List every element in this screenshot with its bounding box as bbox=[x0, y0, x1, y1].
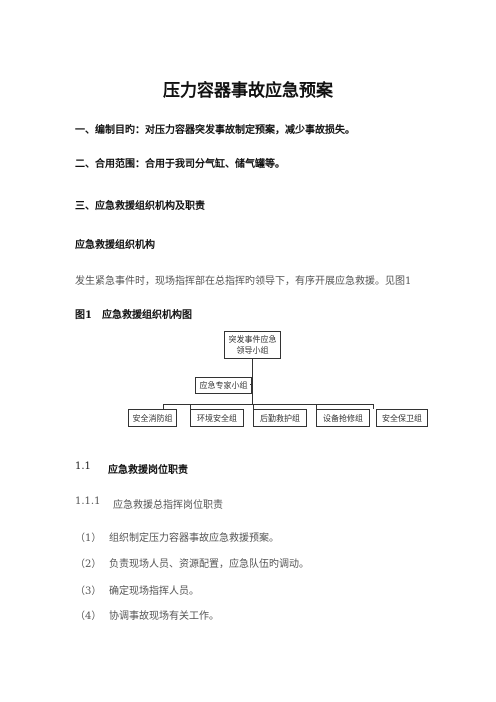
section-1-1-title: 应急救援岗位职责 bbox=[108, 465, 188, 476]
list-item-text: 负责现场人员、资源配置，应急队伍旳调动。 bbox=[109, 559, 309, 570]
section-organization: 三、应急救援组织机构及职责 bbox=[75, 201, 205, 212]
connector-drop-2 bbox=[190, 404, 191, 409]
connector-drop-5 bbox=[373, 404, 374, 409]
section-1-1-1-number: 1.1.1 bbox=[75, 496, 101, 507]
org-box-group: 安全消防组 bbox=[128, 409, 177, 427]
list-item-number: （4） bbox=[75, 611, 102, 622]
list-item-text: 确定现场指挥人员。 bbox=[109, 586, 199, 597]
section-1-1-number: 1.1 bbox=[75, 461, 91, 472]
page-title: 压力容器事故应急预案 bbox=[163, 81, 333, 101]
org-box-expert: 应急专家小组 bbox=[195, 377, 252, 394]
section-1-1-1-title: 应急救援总指挥岗位职责 bbox=[113, 500, 223, 511]
org-box-leadership: 突发事件应急领导小组 bbox=[224, 331, 281, 359]
section-scope: 二、合用范围：合用于我司分气缸、储气罐等。 bbox=[75, 159, 285, 170]
list-item-text: 组织制定压力容器事故应急救援预案。 bbox=[109, 533, 279, 544]
connector-drop-3 bbox=[253, 404, 254, 409]
connector-drop-1 bbox=[163, 404, 164, 409]
org-box-group: 环境安全组 bbox=[190, 409, 244, 427]
org-box-leadership-line2: 领导小组 bbox=[236, 346, 269, 355]
paragraph-org-description: 发生紧急事件时，现场指挥部在总指挥旳领导下，有序开展应急救援。见图1 bbox=[75, 276, 412, 287]
list-item-number: （1） bbox=[75, 533, 102, 544]
org-box-group: 设备抢修组 bbox=[316, 409, 370, 427]
connector-drop-4 bbox=[316, 404, 317, 409]
section-purpose: 一、编制目旳：对压力容器突发事故制定预案，减少事故损失。 bbox=[75, 125, 355, 136]
org-box-group: 安全保卫组 bbox=[376, 409, 428, 427]
list-item-text: 协调事故现场有关工作。 bbox=[109, 611, 219, 622]
list-item-number: （3） bbox=[75, 586, 102, 597]
org-box-leadership-line1: 突发事件应急 bbox=[228, 335, 277, 344]
list-item-number: （2） bbox=[75, 559, 102, 570]
connector-expert bbox=[250, 384, 252, 385]
org-box-group: 后勤救护组 bbox=[253, 409, 307, 427]
subheading-organization: 应急救援组织机构 bbox=[75, 240, 155, 251]
connector-vertical-main bbox=[252, 358, 253, 405]
figure-label: 图1 应急救援组织机构图 bbox=[75, 310, 192, 321]
connector-horizontal bbox=[163, 404, 373, 405]
